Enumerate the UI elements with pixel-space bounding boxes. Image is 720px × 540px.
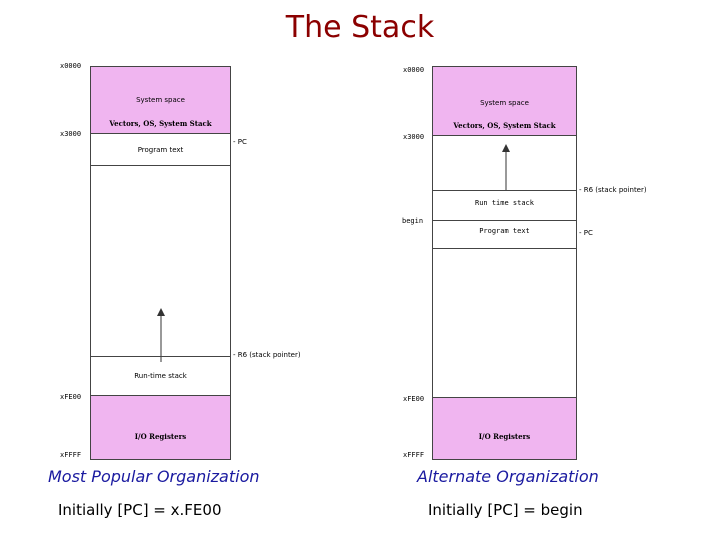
- right-addr-x3000: x3000: [403, 133, 425, 141]
- right-system-space-region: System space Vectors, OS, System Stack: [433, 67, 576, 135]
- left-runtime-stack-label: Run-time stack: [134, 372, 187, 380]
- left-io-region: I/O Registers: [91, 395, 230, 459]
- left-r6-pointer: - R6 (stack pointer): [233, 351, 301, 359]
- right-pc-pointer: - PC: [579, 229, 593, 237]
- left-io-registers-label: I/O Registers: [134, 432, 187, 441]
- left-addr-xffff: xFFFF: [60, 451, 82, 459]
- right-initial-pc: Initially [PC] = begin: [428, 501, 583, 519]
- right-io-registers-label: I/O Registers: [478, 432, 531, 441]
- right-addr-xfe00: xFE00: [403, 395, 425, 403]
- left-initial-pc: Initially [PC] = x.FE00: [58, 501, 222, 519]
- left-system-space-label: System space: [136, 96, 185, 104]
- right-runtime-stack-label: Run time stack: [474, 199, 534, 207]
- right-r6-pointer: - R6 (stack pointer): [579, 186, 647, 194]
- right-vectors-label: Vectors, OS, System Stack: [453, 121, 556, 130]
- right-divider-3000: [433, 135, 576, 136]
- left-vectors-label: Vectors, OS, System Stack: [109, 119, 212, 128]
- right-growth-arrow: [502, 144, 510, 191]
- right-addr-xffff: xFFFF: [403, 451, 425, 459]
- right-caption: Alternate Organization: [417, 467, 599, 486]
- right-addr-x0000: x0000: [403, 66, 425, 74]
- left-divider-stack-top: [91, 356, 230, 357]
- left-addr-xfe00: xFE00: [60, 393, 82, 401]
- left-addr-x0000: x0000: [60, 62, 82, 70]
- left-pc-pointer: - PC: [233, 138, 247, 146]
- left-program-text-label: Program text: [137, 146, 184, 154]
- right-divider-stack-top: [433, 190, 576, 191]
- right-addr-begin: begin: [402, 217, 424, 225]
- left-divider-3000: [91, 133, 230, 134]
- left-addr-x3000: x3000: [60, 130, 82, 138]
- page-title: The Stack: [285, 10, 435, 45]
- left-system-space-region: System space Vectors, OS, System Stack: [91, 67, 230, 133]
- right-io-region: I/O Registers: [433, 397, 576, 459]
- left-caption: Most Popular Organization: [48, 467, 260, 486]
- right-system-space-label: System space: [480, 99, 529, 107]
- right-program-text-label: Program text: [479, 227, 530, 235]
- left-memory-column: System space Vectors, OS, System Stack P…: [90, 66, 231, 460]
- right-divider-program: [433, 248, 576, 249]
- right-divider-begin: [433, 220, 576, 221]
- left-growth-arrow: [157, 308, 165, 362]
- right-memory-column: System space Vectors, OS, System Stack R…: [432, 66, 577, 460]
- left-divider-program: [91, 165, 230, 166]
